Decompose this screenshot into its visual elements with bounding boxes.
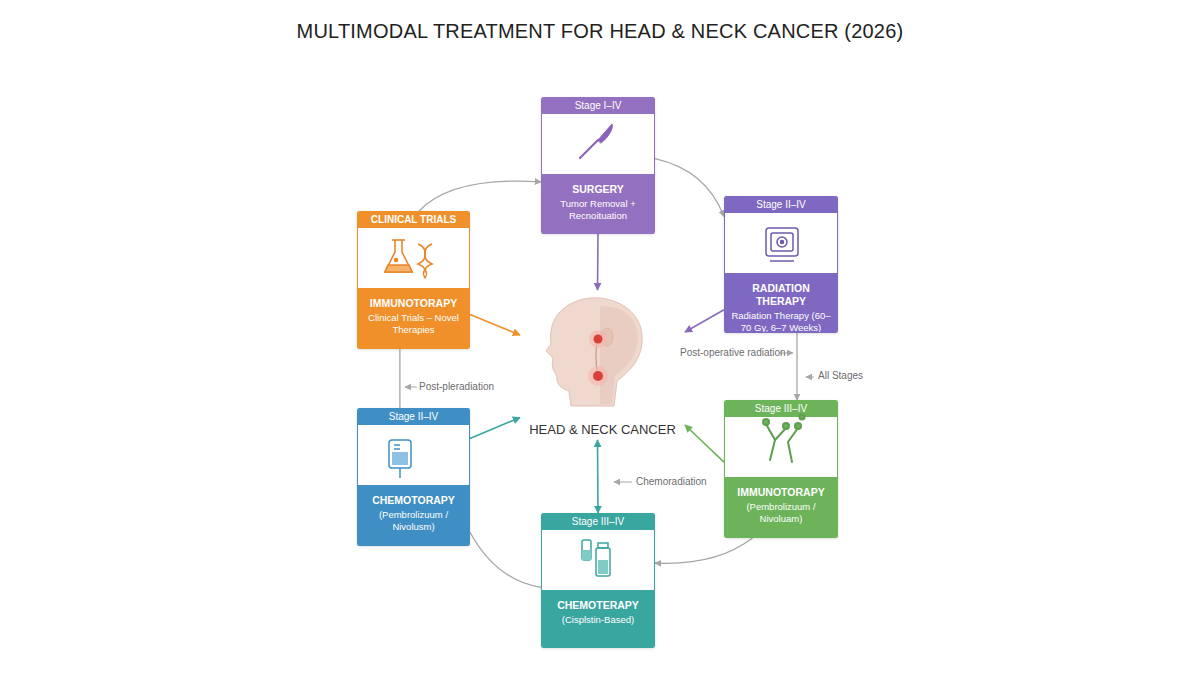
treatment-card: CLINICAL TRIALS IMMUNOTORAPY Clinical Tria… [357, 211, 470, 349]
flask-icon [385, 240, 432, 278]
edge-label: Post-pleradiation [419, 381, 494, 392]
flow-connector [597, 440, 599, 513]
diagram-title: MULTIMODAL TREATMENT FOR HEAD & NECK CAN… [0, 20, 1200, 43]
treatment-card: Stage III–IV IMMUNOTORAPY (Pembrolizuum / … [724, 400, 838, 538]
leader-arrow [806, 377, 814, 378]
flow-connector [470, 532, 541, 587]
head-illustration [546, 298, 642, 406]
stage-header: CLINICAL TRIALS [358, 212, 469, 228]
edge-label: Chemoradiation [636, 476, 707, 487]
card-body: IMMUNOTORAPY Clinical Trials – Novel Ther… [358, 288, 469, 348]
flow-connector [399, 349, 400, 408]
therapy-title: CHEMOTORAPY [361, 494, 466, 507]
flow-connector [419, 181, 541, 211]
therapy-title: SURGERY [545, 183, 651, 196]
edge-label: All Stages [818, 370, 863, 381]
therapy-title: IMMUNOTORAPY [361, 297, 466, 310]
stage-header: Stage III–IV [542, 514, 654, 530]
flow-connector [685, 425, 724, 462]
card-body: CHEMOTERAPY (Cisplstin-Based) [542, 590, 654, 647]
center-node: HEAD & NECK CANCER [520, 290, 685, 440]
treatment-card: Stage II–IV RADIATION THERAPYRadiation Th… [724, 196, 838, 333]
treatment-card: Stage III–IV CHEMOTERAPY (Cisplstin-Based) [541, 513, 655, 648]
therapy-detail: Tumor Removal + Recnoituation [545, 198, 651, 222]
stage-header: Stage II–IV [358, 409, 469, 425]
flow-connector [597, 234, 599, 290]
flow-connector [655, 538, 753, 563]
therapy-detail: Clinical Trials – Novel Therapies [361, 312, 466, 336]
antibody-icon [763, 415, 805, 463]
iv-bag-icon [389, 440, 411, 478]
stage-header: Stage II–IV [725, 197, 837, 213]
scalpel-icon [580, 124, 612, 158]
therapy-title: CHEMOTERAPY [545, 599, 651, 612]
stage-header: Stage I–IV [542, 98, 654, 114]
card-body: IMMUNOTORAPY (Pembrolizuum / Nivoluam) [725, 477, 837, 537]
card-body: SURGERY Tumor Removal + Recnoituation [542, 174, 654, 233]
therapy-detail: (Cisplstin-Based) [545, 614, 651, 626]
treatment-card: Stage II–IV CHEMOTORAPY (Pembrolizuum / Ni… [357, 408, 470, 546]
flow-connector [655, 159, 724, 217]
flow-connector [470, 418, 520, 439]
therapy-detail: (Pembrolizuum / Nivoluam) [728, 501, 834, 525]
therapy-detail: (Pembrolizuum / Nivolusm) [361, 509, 466, 533]
flow-connector [685, 310, 724, 332]
flow-connector [796, 333, 797, 400]
radiation-machine-icon [766, 228, 798, 261]
therapy-title: IMMUNOTORAPY [728, 486, 834, 499]
center-label: HEAD & NECK CANCER [520, 422, 685, 437]
stage-header: Stage III–IV [725, 401, 837, 417]
vials-icon [582, 540, 610, 576]
therapy-title: RADIATION THERAPY [728, 282, 834, 308]
note-label: Post-operative radiation [680, 347, 786, 358]
flow-connector [470, 315, 520, 336]
treatment-card: Stage I–IV SURGERY Tumor Removal + Recnoit… [541, 97, 655, 234]
therapy-detail: Radiation Therapy (60–70 Gy, 6–7 Weeks) [728, 310, 834, 333]
card-body: CHEMOTORAPY (Pembrolizuum / Nivolusm) [358, 485, 469, 545]
leader-arrow [405, 387, 417, 388]
card-body: RADIATION THERAPYRadiation Therapy (60–7… [725, 273, 837, 332]
leader-arrow [614, 482, 632, 483]
